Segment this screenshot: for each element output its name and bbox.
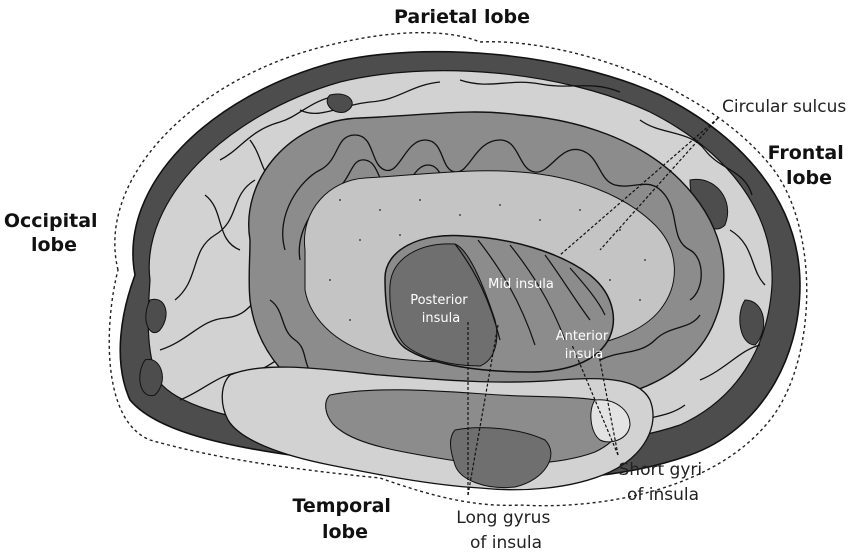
short-gyri-label: Short gyri of insula <box>619 460 708 505</box>
temporal-lobe-label: Temporal lobe <box>292 495 397 543</box>
occipital-lobe-label: Occipital lobe <box>4 210 104 256</box>
circular-sulcus-label: Circular sulcus <box>722 97 846 117</box>
frontal-lobe-label: Frontal lobe <box>768 142 851 189</box>
parietal-lobe-label: Parietal lobe <box>394 6 530 28</box>
mid-insula-label: Mid insula <box>488 277 554 292</box>
long-gyrus-label: Long gyrus of insula <box>456 508 555 553</box>
